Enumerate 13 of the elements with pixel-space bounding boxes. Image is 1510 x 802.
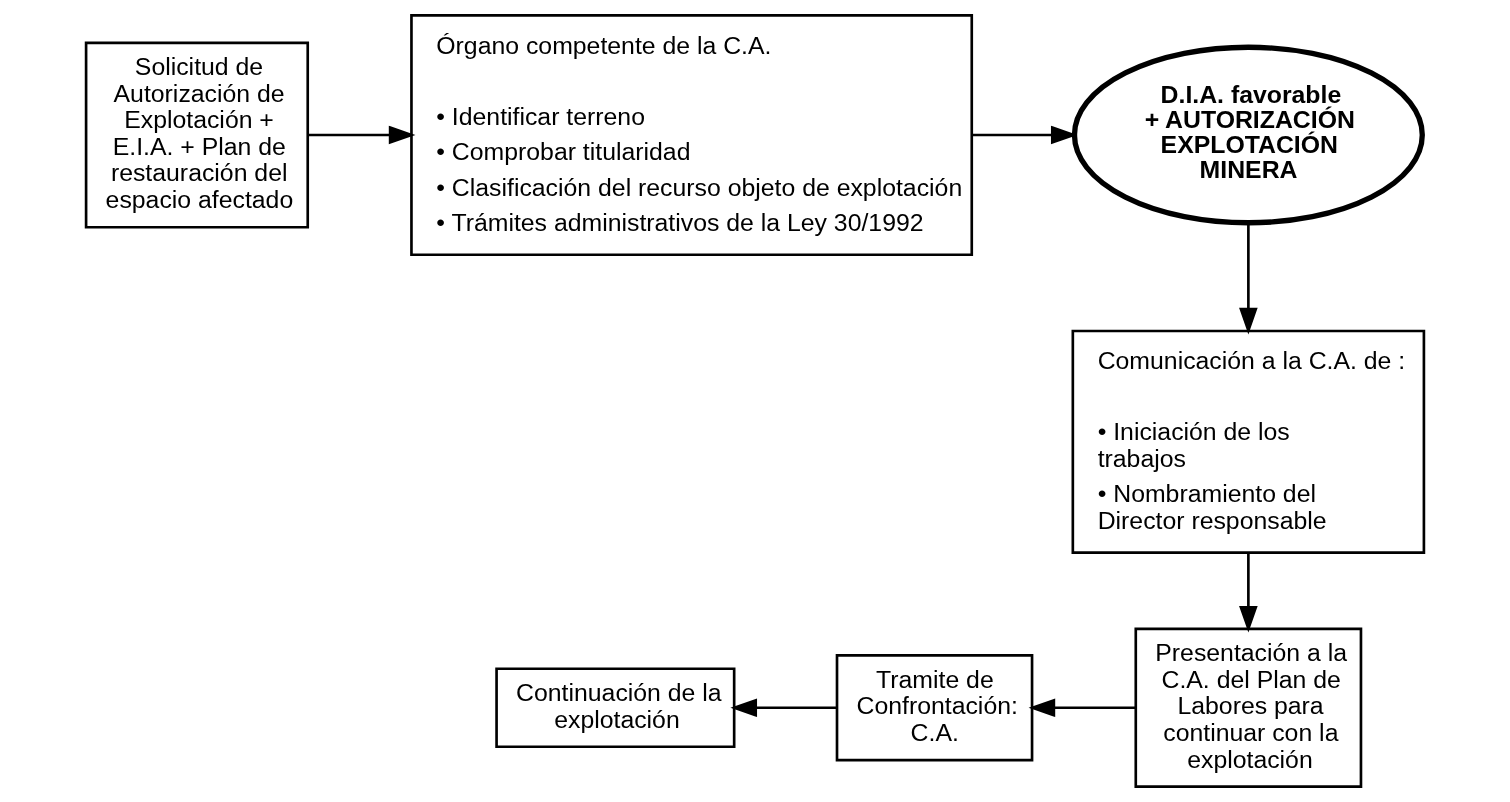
node-box: Solicitud de Autorización de Explotación + E.I.A. + Plan de restauración del espacio afectado bbox=[84, 41, 310, 229]
arrow bbox=[308, 125, 416, 145]
node-box: Continuación de la explotación bbox=[495, 667, 736, 749]
arrow bbox=[1239, 222, 1258, 335]
arrow bbox=[1239, 553, 1258, 633]
node-ellipse: D.I.A. favorable + AUTORIZACIÓN EXPLOTACIÓN MINERA bbox=[1071, 44, 1425, 226]
arrow bbox=[730, 698, 837, 718]
arrow bbox=[1028, 698, 1136, 718]
node-box: Comunicación a la C.A. de : • Iniciación de los trabajos • Nombramiento del Director responsable bbox=[1071, 329, 1426, 554]
node-box: Órgano competente de la C.A. • Identificar terreno • Comprobar titularidad • Clasificación del recurso objeto de explotación • Trámites administrativos de la Ley 30/1992 bbox=[410, 14, 974, 257]
arrow bbox=[972, 125, 1078, 145]
node-box: Presentación a la C.A. del Plan de Labores para continuar con la explotación bbox=[1134, 627, 1363, 788]
node-box: Tramite de Confrontación: C.A. bbox=[835, 654, 1034, 762]
